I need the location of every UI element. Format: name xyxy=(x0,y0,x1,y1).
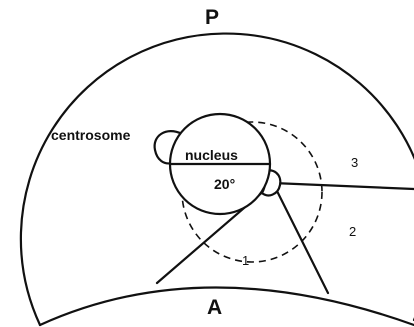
cell-outline-upper xyxy=(19,32,414,327)
sector-line-middle xyxy=(271,181,330,295)
label-sector-3: 3 xyxy=(351,155,358,170)
label-centrosome: centrosome xyxy=(51,127,131,143)
label-pole-p: P xyxy=(205,6,219,29)
label-sector-2: 2 xyxy=(349,224,356,239)
anterior-membrane xyxy=(38,286,414,327)
label-nucleus: nucleus xyxy=(185,147,238,163)
sector-line-right xyxy=(271,181,414,191)
label-pole-a: A xyxy=(207,296,222,319)
label-angle: 20° xyxy=(214,176,235,192)
label-sector-1: 1 xyxy=(242,253,249,268)
